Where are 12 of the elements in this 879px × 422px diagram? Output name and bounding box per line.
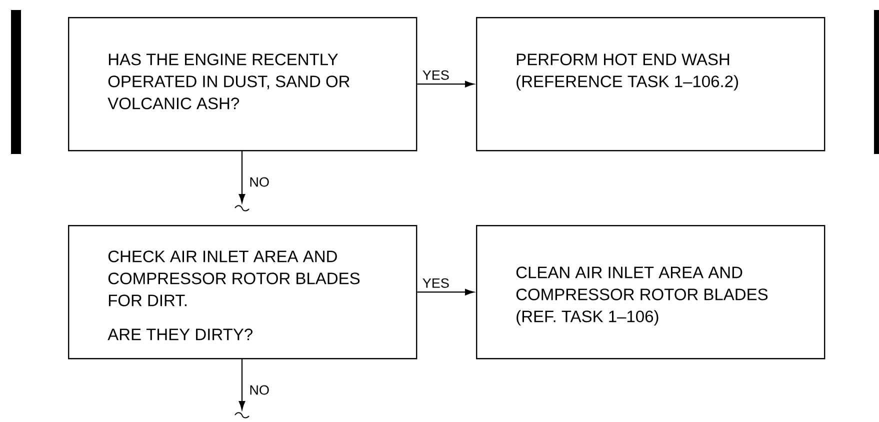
arrow — [417, 288, 474, 296]
process-box: PERFORM HOT END WASH (REFERENCE TASK 1–106.2) — [476, 17, 826, 152]
edge-label: YES — [421, 277, 450, 289]
edge-label: NO — [248, 176, 270, 188]
arrow — [238, 358, 246, 410]
arrow — [417, 80, 474, 88]
process-box: HAS THE ENGINE RECENTLY OPERATED IN DUST, SAND OR VOLCANIC ASH? — [68, 17, 418, 152]
edge-label: YES — [421, 69, 450, 81]
arrow — [238, 150, 246, 203]
process-box: CLEAN AIR INLET AREA AND COMPRESSOR ROTOR BLADES (REF. TASK 1–106) — [476, 225, 826, 360]
process-box: CHECK AIR INLET AREA AND COMPRESSOR ROTOR BLADES FOR DIRT. ARE THEY DIRTY? — [68, 225, 418, 360]
edge-label: NO — [248, 384, 270, 396]
